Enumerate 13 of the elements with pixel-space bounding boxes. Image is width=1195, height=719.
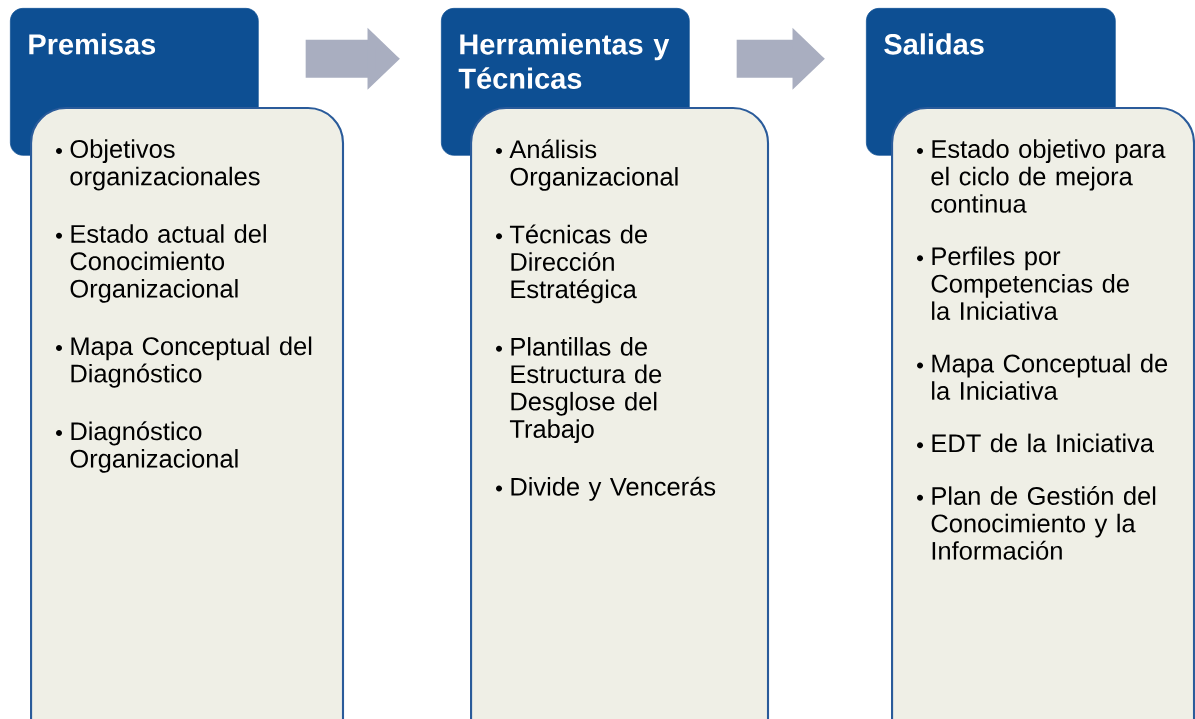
bullet-item: EDT de la Iniciativa: [917, 433, 1154, 453]
bullet-item: Plan de Gestión del Conocimiento y la Información: [917, 486, 1156, 560]
bullet-item: Perfiles por Competencias de la Iniciativa: [917, 246, 1129, 321]
bullet-item: Mapa Conceptual de la Iniciativa: [917, 353, 1168, 400]
bullet-item: Técnicas de Dirección Estratégica: [496, 224, 647, 304]
bullet-item: Divide y Vencerás: [496, 476, 716, 501]
bullet-item: Diagnóstico Organizacional: [56, 421, 238, 473]
bullet-item: Plantillas de Estructura de Desglose del Trabajo: [496, 337, 662, 444]
content-box: [30, 107, 345, 719]
content-box: [891, 107, 1195, 719]
content-box: [470, 107, 770, 719]
bullet-item: Mapa Conceptual del Diagnóstico: [56, 336, 312, 388]
bullet-item: Estado actual del Conocimiento Organizacional: [56, 224, 266, 303]
